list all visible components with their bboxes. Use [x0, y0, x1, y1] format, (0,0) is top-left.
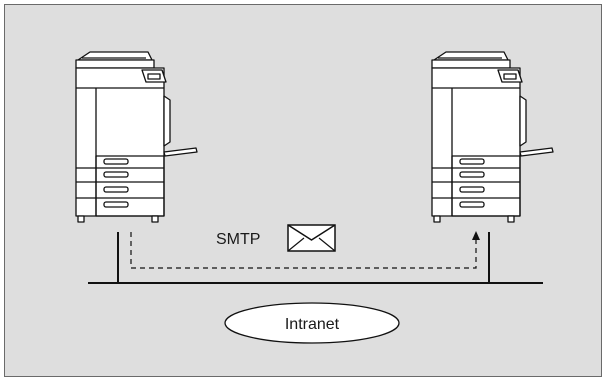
- network-label: Intranet: [285, 316, 340, 333]
- protocol-label: SMTP: [216, 231, 260, 248]
- intranet-ellipse: [224, 302, 400, 344]
- envelope-icon: [287, 224, 336, 252]
- smtp-transmission-path: [130, 232, 477, 269]
- arrow-head-icon: [472, 231, 480, 240]
